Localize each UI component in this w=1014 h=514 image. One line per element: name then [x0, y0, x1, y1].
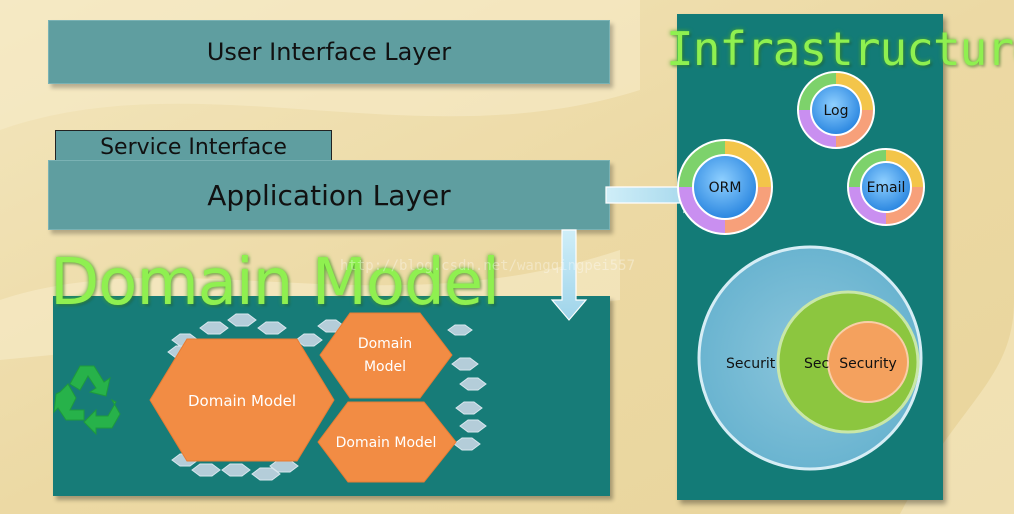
log-icon: Log — [797, 71, 875, 149]
security-inner-label: Security — [839, 356, 897, 372]
domain-hexagon-top-label-1: Domain — [358, 336, 412, 352]
log-label: Log — [823, 103, 848, 119]
arrow-to-domain — [550, 229, 588, 321]
domain-hexagon-top-label-2: Model — [364, 359, 406, 375]
security-middle-label: Sec — [804, 356, 829, 372]
orm-icon: ORM — [677, 139, 773, 235]
domain-hexagon-large: Domain Model — [149, 338, 335, 462]
email-label: Email — [867, 180, 906, 196]
domain-hexagon-top: Domain Model — [319, 312, 453, 399]
domain-hexagon-bottom: Domain Model — [317, 401, 457, 483]
user-interface-layer: User Interface Layer — [48, 20, 610, 84]
user-interface-layer-label: User Interface Layer — [206, 38, 452, 66]
orm-label: ORM — [709, 180, 742, 196]
service-interface-label: Service Interface — [100, 134, 287, 160]
application-layer-label: Application Layer — [207, 178, 451, 212]
email-icon: Email — [847, 148, 925, 226]
watermark-text: http://blog.csdn.net/wangqingpei557 — [340, 258, 636, 274]
security-circles: Securit Sec Security — [697, 245, 923, 471]
service-interface-box: Service Interface — [55, 130, 332, 164]
security-outer-label: Securit — [726, 356, 776, 372]
infrastructure-title: Infrastructure — [666, 22, 1014, 76]
domain-hexagon-large-label: Domain Model — [188, 392, 296, 410]
domain-model-title: Domain Model — [50, 246, 500, 320]
application-layer: Application Layer — [48, 160, 610, 230]
domain-hexagon-bottom-label: Domain Model — [336, 435, 437, 451]
recycle-icon — [53, 365, 121, 436]
